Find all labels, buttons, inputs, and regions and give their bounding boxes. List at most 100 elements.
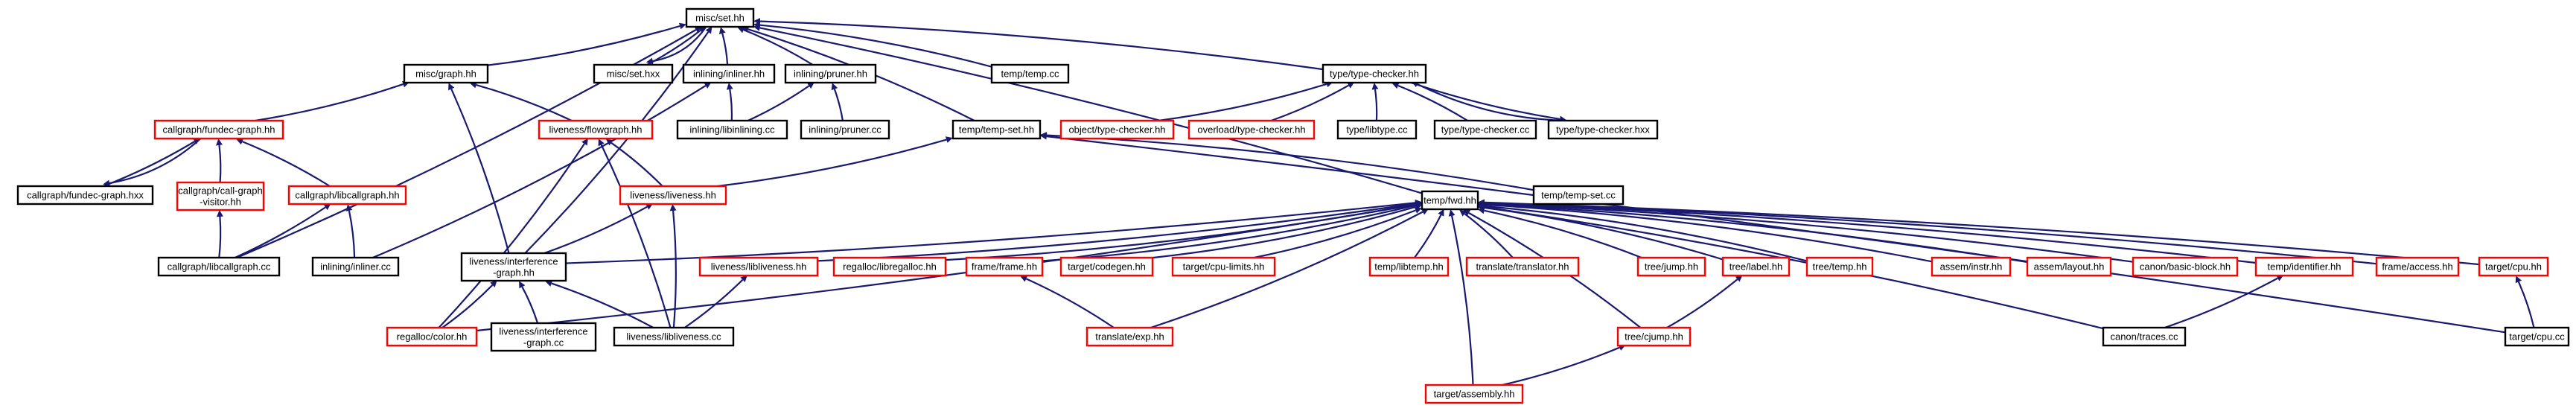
graph-node-canon-basic-block-hh[interactable]: canon/basic-block.hh — [2132, 256, 2239, 277]
graph-node-target-cpu-hh[interactable]: target/cpu.hh — [2478, 256, 2549, 277]
node-box — [1433, 119, 1537, 140]
graph-node-type-type-checker-hxx[interactable]: type/type-checker.hxx — [1547, 119, 1659, 140]
node-box — [698, 256, 819, 277]
graph-node-type-libtype-cc[interactable]: type/libtype.cc — [1336, 119, 1418, 140]
node-label: assem/layout.hh — [2034, 261, 2105, 273]
graph-node-translate-exp-hh[interactable]: translate/exp.hh — [1085, 326, 1174, 347]
edge-canon-traces-cc-to-temp-identifier-hh — [2164, 275, 2284, 329]
graph-node-target-assembly-hh[interactable]: target/assembly.hh — [1424, 383, 1524, 404]
node-label: tree/temp.hh — [1813, 261, 1867, 273]
edge-inlining-pruner-hh-to-misc-set-hh — [737, 26, 814, 66]
graph-node-type-type-checker-hh[interactable]: type/type-checker.hh — [1322, 63, 1427, 84]
node-label: target/codegen.hh — [1068, 261, 1146, 273]
graph-node-inlining-inliner-cc[interactable]: inlining/inliner.cc — [311, 256, 400, 277]
graph-node-type-type-checker-cc[interactable]: type/type-checker.cc — [1433, 119, 1537, 140]
graph-node-tree-temp-hh[interactable]: tree/temp.hh — [1805, 256, 1874, 277]
graph-node-object-type-checker-hh[interactable]: object/type-checker.hh — [1059, 119, 1175, 140]
node-label: callgraph/libcallgraph.cc — [168, 261, 271, 273]
graph-node-inlining-pruner-hh[interactable]: inlining/pruner.hh — [784, 63, 877, 84]
graph-node-liveness-libliveness-hh[interactable]: liveness/libliveness.hh — [698, 256, 819, 277]
graph-node-callgraph-fundec-graph-hh[interactable]: callgraph/fundec-graph.hh — [153, 119, 284, 140]
node-box — [613, 326, 735, 347]
edge-type-type-checker-cc-to-type-type-checker-hh — [1391, 82, 1468, 121]
graph-node-callgraph-fundec-graph-hxx[interactable]: callgraph/fundec-graph.hxx — [16, 185, 154, 206]
graph-node-tree-label-hh[interactable]: tree/label.hh — [1721, 256, 1791, 277]
graph-node-liveness-interference-graph-cc[interactable]: liveness/interference-graph.cc — [490, 322, 597, 352]
node-box — [1421, 190, 1479, 211]
graph-node-frame-frame-hh[interactable]: frame/frame.hh — [965, 256, 1044, 277]
node-label: frame/frame.hh — [972, 261, 1037, 273]
edge-target-codegen-hh-to-temp-fwd-hh — [1152, 203, 1422, 259]
node-box — [1616, 326, 1692, 347]
graph-node-liveness-liveness-hh[interactable]: liveness/liveness.hh — [619, 185, 727, 206]
node-label: callgraph/call-graph — [178, 185, 262, 197]
edge-liveness-libliveness-cc-to-liveness-liveness-hh — [669, 204, 677, 328]
graph-node-temp-fwd-hh[interactable]: temp/fwd.hh — [1421, 190, 1479, 211]
graph-node-temp-identifier-hh[interactable]: temp/identifier.hh — [2254, 256, 2354, 277]
node-label: liveness/interference — [499, 326, 587, 337]
edge-callgraph-libcallgraph-cc-to-callgraph-call-graph-visitor-hh — [216, 210, 223, 258]
graph-node-assem-instr-hh[interactable]: assem/instr.hh — [1931, 256, 2012, 277]
graph-node-liveness-libliveness-cc[interactable]: liveness/libliveness.cc — [613, 326, 735, 347]
edge-temp-identifier-hh-to-temp-fwd-hh — [1478, 200, 2257, 264]
graph-node-target-cpu-cc[interactable]: target/cpu.cc — [2504, 326, 2570, 347]
edge-misc-set-hh-to-misc-set-hxx — [645, 26, 707, 65]
node-box — [2102, 326, 2187, 347]
node-box — [157, 256, 281, 277]
edge-regalloc-color-hh-to-liveness-interference-graph-hh — [441, 280, 497, 328]
node-box — [784, 63, 877, 84]
graph-node-inlining-libinlining-cc[interactable]: inlining/libinlining.cc — [676, 119, 788, 140]
node-box — [1465, 256, 1580, 277]
graph-node-misc-graph-hh[interactable]: misc/graph.hh — [403, 63, 489, 84]
graph-node-frame-access-hh[interactable]: frame/access.hh — [2375, 256, 2460, 277]
node-label: regalloc/color.hh — [397, 331, 468, 343]
graph-node-callgraph-libcallgraph-cc[interactable]: callgraph/libcallgraph.cc — [157, 256, 281, 277]
node-box — [685, 7, 755, 28]
graph-node-tree-cjump-hh[interactable]: tree/cjump.hh — [1616, 326, 1692, 347]
graph-node-target-codegen-hh[interactable]: target/codegen.hh — [1059, 256, 1154, 277]
edge-target-cpu-cc-to-temp-temp-set-hh — [1039, 133, 2506, 334]
edge-type-libtype-cc-to-type-type-checker-hh — [1371, 83, 1379, 121]
graph-node-regalloc-color-hh[interactable]: regalloc/color.hh — [386, 326, 478, 347]
graph-node-regalloc-libregalloc-hh[interactable]: regalloc/libregalloc.hh — [832, 256, 947, 277]
edge-callgraph-libcallgraph-cc-to-callgraph-libcallgraph-hh — [235, 203, 331, 259]
graph-node-inlining-pruner-cc[interactable]: inlining/pruner.cc — [800, 119, 890, 140]
graph-node-canon-traces-cc[interactable]: canon/traces.cc — [2102, 326, 2187, 347]
graph-node-assem-layout-hh[interactable]: assem/layout.hh — [2026, 256, 2112, 277]
node-label: liveness/libliveness.hh — [711, 261, 807, 273]
edge-liveness-interference-graph-hh-to-liveness-liveness-hh — [543, 203, 654, 255]
graph-node-translate-translator-hh[interactable]: translate/translator.hh — [1465, 256, 1580, 277]
edge-misc-set-hxx-to-misc-set-hh — [646, 26, 706, 66]
node-box — [460, 252, 567, 282]
graph-node-tree-jump-hh[interactable]: tree/jump.hh — [1636, 256, 1706, 277]
graph-node-temp-temp-set-cc[interactable]: temp/temp-set.cc — [1532, 185, 1625, 206]
node-label: type/libtype.cc — [1346, 124, 1408, 136]
graph-node-liveness-interference-graph-hh[interactable]: liveness/interference-graph.hh — [460, 252, 567, 282]
node-label: callgraph/fundec-graph.hxx — [27, 190, 144, 201]
edge-assem-layout-hh-to-temp-fwd-hh — [1477, 200, 2028, 264]
node-label: type/type-checker.hxx — [1556, 124, 1650, 136]
edge-canon-basic-block-hh-to-temp-fwd-hh — [1478, 200, 2134, 263]
node-label: misc/set.hxx — [607, 69, 660, 80]
node-label: callgraph/fundec-graph.hh — [162, 124, 275, 136]
graph-node-temp-temp-cc[interactable]: temp/temp.cc — [990, 63, 1070, 84]
node-box — [1322, 63, 1427, 84]
graph-node-misc-set-hxx[interactable]: misc/set.hxx — [593, 63, 674, 84]
graph-node-temp-temp-set-hh[interactable]: temp/temp-set.hh — [951, 119, 1042, 140]
graph-node-callgraph-libcallgraph-hh[interactable]: callgraph/libcallgraph.hh — [287, 185, 407, 206]
edge-inlining-inliner-cc-to-inlining-inliner-hh — [372, 82, 712, 259]
graph-node-overload-type-checker-hh[interactable]: overload/type-checker.hh — [1187, 119, 1316, 140]
graph-node-callgraph-call-graph-visitor-hh[interactable]: callgraph/call-graph-visitor.hh — [176, 181, 265, 211]
edges-layer — [103, 18, 2535, 386]
graph-node-inlining-inliner-hh[interactable]: inlining/inliner.hh — [682, 63, 776, 84]
graph-node-liveness-flowgraph-hh[interactable]: liveness/flowgraph.hh — [538, 119, 654, 140]
graph-node-misc-set-hh[interactable]: misc/set.hh — [685, 7, 755, 28]
node-label: target/cpu.cc — [2509, 331, 2565, 343]
graph-node-target-cpu-limits-hh[interactable]: target/cpu-limits.hh — [1171, 256, 1276, 277]
graph-node-temp-libtemp-hh[interactable]: temp/libtemp.hh — [1368, 256, 1450, 277]
node-label: inlining/pruner.hh — [794, 69, 867, 80]
node-box — [386, 326, 478, 347]
node-box — [800, 119, 890, 140]
node-label: target/cpu-limits.hh — [1183, 261, 1265, 273]
node-label: liveness/flowgraph.hh — [549, 124, 642, 136]
